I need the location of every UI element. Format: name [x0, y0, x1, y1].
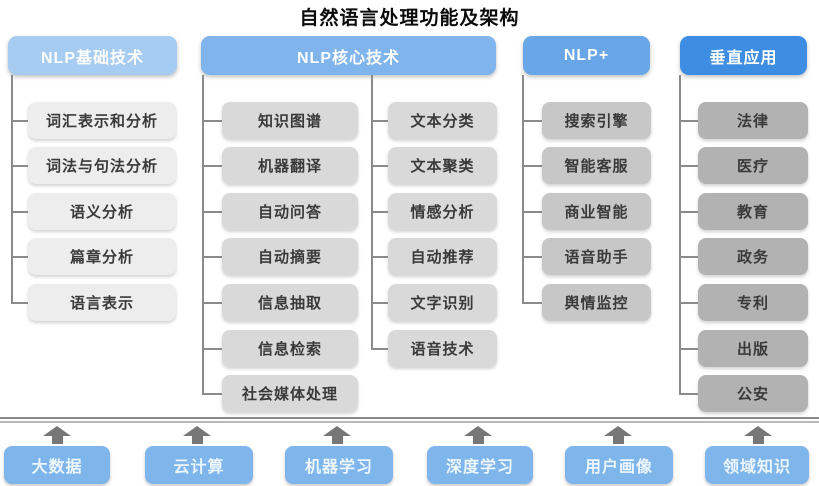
foundation-box-domain-knowledge: 领域知识: [705, 446, 809, 484]
tree-node: 专利: [679, 284, 808, 321]
tree-node: 舆情监控: [522, 284, 651, 321]
tree-node: 自动摘要: [202, 238, 358, 275]
tree-node: 语音技术: [371, 330, 497, 367]
foundation-box-machine-learning: 机器学习: [285, 446, 393, 484]
foundation-box-cloud-computing: 云计算: [145, 446, 253, 484]
tree-node: 语言表示: [11, 284, 176, 321]
tree-node: 政务: [679, 238, 808, 275]
tree-node: 医疗: [679, 147, 808, 184]
up-arrow-icon: [464, 426, 492, 444]
tree-node: 智能客服: [522, 147, 651, 184]
up-arrow-icon: [604, 426, 632, 444]
tree-node: 自动问答: [202, 193, 358, 230]
tree-node: 词法与句法分析: [11, 147, 176, 184]
tree-node: 信息检索: [202, 330, 358, 367]
up-arrow-icon: [744, 426, 772, 444]
connector-spine-basic: [11, 75, 13, 303]
tree-node: 词汇表示和分析: [11, 102, 176, 139]
header-vertical-apps: 垂直应用: [680, 36, 807, 75]
foundation-box-user-profile: 用户画像: [565, 446, 673, 484]
tree-node: 知识图谱: [202, 102, 358, 139]
tree-node: 篇章分析: [11, 238, 176, 275]
tree-node: 搜索引擎: [522, 102, 651, 139]
tree-node: 文本聚类: [371, 147, 497, 184]
foundation-box-deep-learning: 深度学习: [427, 446, 533, 484]
tree-node: 自动推荐: [371, 238, 497, 275]
tree-node: 信息抽取: [202, 284, 358, 321]
separator-line-top: [0, 417, 819, 419]
tree-node: 教育: [679, 193, 808, 230]
tree-node: 情感分析: [371, 193, 497, 230]
up-arrow-icon: [43, 426, 71, 444]
diagram-title: 自然语言处理功能及架构: [299, 8, 520, 29]
tree-node: 语音助手: [522, 238, 651, 275]
up-arrow-icon: [183, 426, 211, 444]
tree-node: 商业智能: [522, 193, 651, 230]
header-nlp-plus: NLP+: [523, 36, 650, 75]
foundation-box-big-data: 大数据: [4, 446, 110, 484]
tree-node: 出版: [679, 330, 808, 367]
tree-node: 语义分析: [11, 193, 176, 230]
tree-node: 公安: [679, 375, 808, 412]
tree-node: 机器翻译: [202, 147, 358, 184]
tree-node: 法律: [679, 102, 808, 139]
tree-node: 文字识别: [371, 284, 497, 321]
tree-node: 社会媒体处理: [202, 375, 358, 412]
header-nlp-core-tech: NLP核心技术: [201, 36, 496, 75]
header-nlp-basic-tech: NLP基础技术: [8, 36, 177, 75]
separator-line-bottom: [0, 421, 819, 423]
connector-spine-nlp-plus: [522, 75, 524, 303]
up-arrow-icon: [323, 426, 351, 444]
tree-node: 文本分类: [371, 102, 497, 139]
connector-spine-core-left: [202, 75, 204, 394]
connector-spine-vertical: [679, 75, 681, 394]
